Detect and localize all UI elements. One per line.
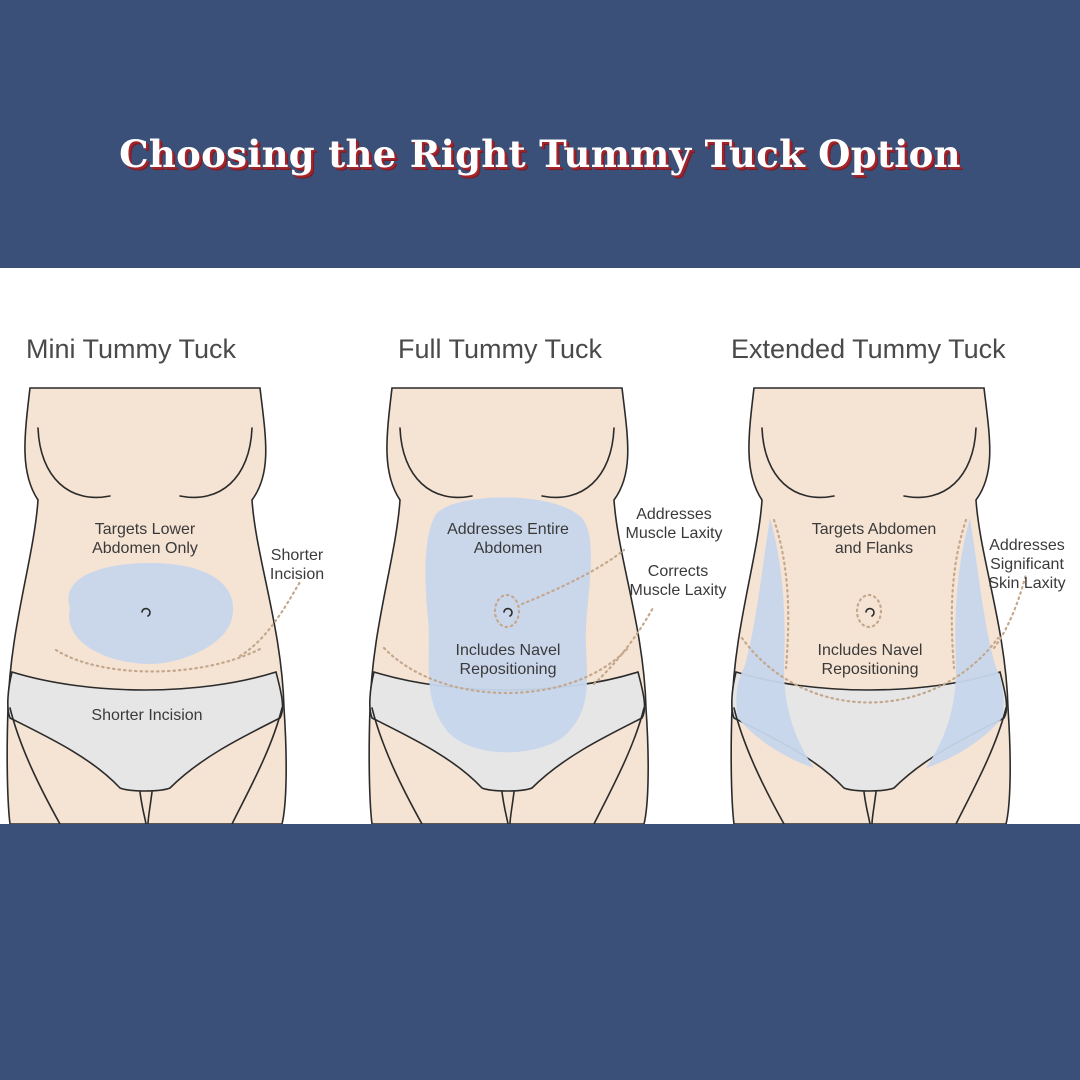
- flank-dots-left: [772, 518, 790, 670]
- page-title: Choosing the Right Tummy Tuck Option: [119, 132, 961, 176]
- treated-area: [68, 563, 234, 664]
- breast-line-left: [761, 427, 835, 499]
- diagram-panel: Mini Tummy Tuck Full Tummy Tuck Extended…: [0, 268, 1080, 824]
- breast-line-right: [903, 427, 977, 499]
- leg-gap: [863, 791, 877, 824]
- hip-line-left: [733, 707, 785, 824]
- full-callout-bottom-label: Corrects Muscle Laxity: [629, 563, 727, 599]
- leg-gap: [501, 791, 515, 824]
- hip-line-right: [593, 707, 645, 824]
- torso-mini: [6, 387, 302, 824]
- full-callout-top-label: Addresses Muscle Laxity: [625, 506, 723, 542]
- flank-dots-right: [950, 518, 968, 670]
- option-title-mini: Mini Tummy Tuck: [26, 334, 237, 364]
- callout-leader-top: [520, 548, 626, 606]
- hip-line-left: [371, 707, 423, 824]
- extended-navel-label: Includes Navel Repositioning: [817, 642, 923, 678]
- mini-area-label: Targets Lower Abdomen Only: [92, 521, 198, 557]
- navel-ring: [493, 593, 521, 629]
- breast-line-right: [179, 427, 253, 499]
- navel-icon: [141, 607, 151, 617]
- breast-line-right: [541, 427, 615, 499]
- full-area-label: Addresses Entire Abdomen: [447, 521, 569, 557]
- incision-line: [54, 646, 264, 673]
- hip-line-right: [231, 707, 283, 824]
- top-banner: [0, 0, 1080, 268]
- full-navel-label: Includes Navel Repositioning: [455, 642, 561, 678]
- bottom-banner: [0, 824, 1080, 1080]
- callout-leader: [992, 572, 1028, 650]
- option-title-extended: Extended Tummy Tuck: [731, 334, 1006, 364]
- navel-icon: [865, 607, 875, 617]
- hip-line-right: [955, 707, 1007, 824]
- mini-underwear-label: Shorter Incision: [91, 707, 203, 724]
- hip-line-left: [9, 707, 61, 824]
- treated-area-left-flank: [736, 518, 814, 768]
- extended-area-label: Targets Abdomen and Flanks: [811, 521, 937, 557]
- torso-extended: [730, 387, 1028, 824]
- callout-leader-bottom: [592, 604, 656, 686]
- leg-gap: [139, 791, 153, 824]
- option-title-full: Full Tummy Tuck: [398, 334, 603, 364]
- torso-full: [368, 387, 656, 824]
- navel-icon: [503, 607, 513, 617]
- breast-line-left: [37, 427, 111, 499]
- incision-line: [382, 646, 630, 695]
- torso-illustrations: [6, 387, 1028, 824]
- callout-leader: [238, 580, 302, 658]
- incision-line: [740, 636, 1000, 704]
- breast-line-left: [399, 427, 473, 499]
- extended-callout-label: Addresses Significant Skin Laxity: [988, 537, 1066, 592]
- treated-area-right-flank: [926, 518, 1004, 768]
- underwear: [7, 670, 284, 792]
- mini-callout-label: Shorter Incision: [269, 547, 325, 583]
- navel-ring: [855, 593, 883, 629]
